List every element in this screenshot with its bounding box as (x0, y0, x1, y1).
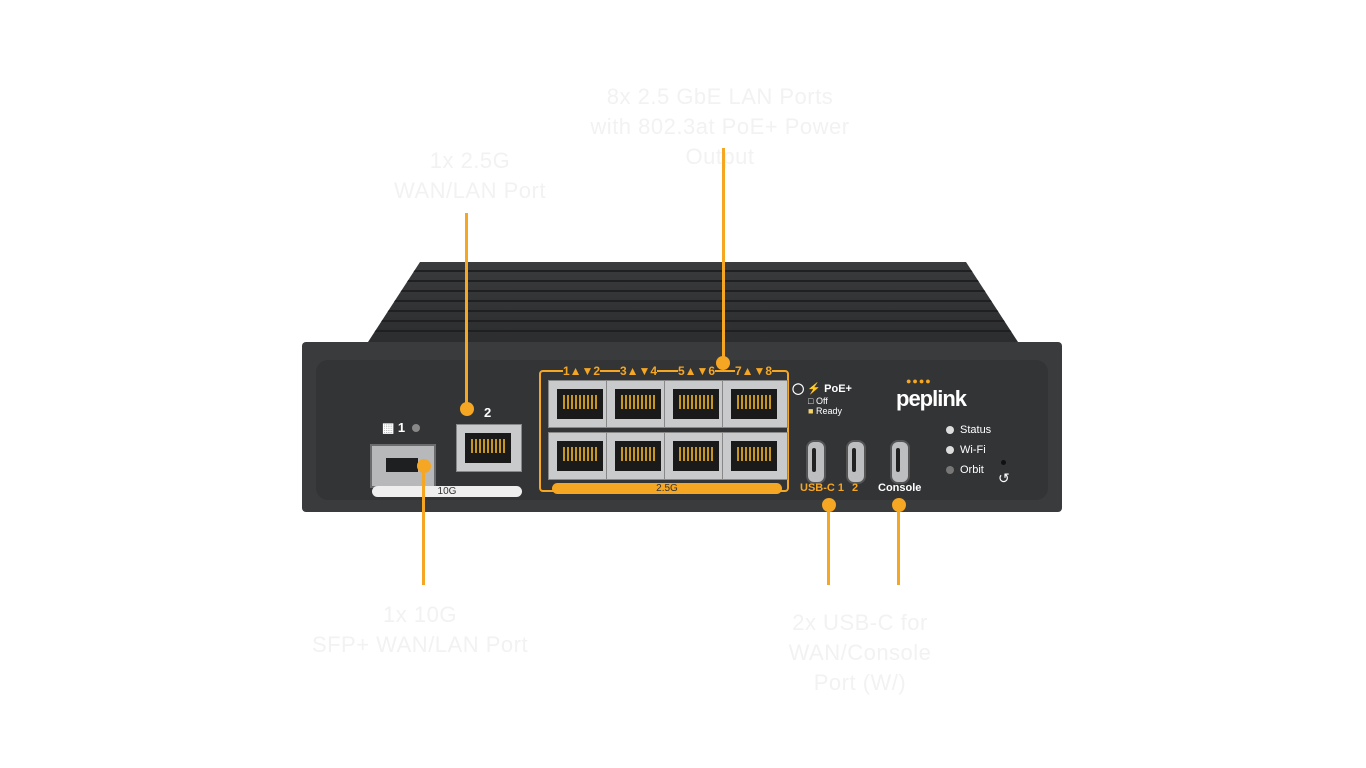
callout-line-2: Port (W/) (813, 670, 907, 695)
logo-dots-icon: ●●●● (906, 376, 932, 386)
callout-line-1: 1x 10G (383, 602, 457, 627)
orbit-label: Orbit (960, 464, 984, 476)
lan-port-6[interactable] (664, 432, 730, 480)
wan-lan-port-2[interactable] (456, 424, 522, 472)
callout-dot-console (892, 498, 906, 512)
callout-lan-ports: 8x 2.5 GbE LAN Ports with 802.3at PoE+ P… (560, 82, 880, 172)
off-indicator-icon: □ (808, 396, 814, 406)
lan-group-label-1: 1▲▼2 (563, 364, 601, 378)
reset-icon: ↺ (998, 470, 1010, 486)
lan-port-4[interactable] (606, 432, 672, 480)
usb-c-port-2[interactable] (846, 440, 866, 484)
device-top-plate (368, 262, 1018, 342)
lan-port-8[interactable] (722, 432, 788, 480)
callout-dot-sfp (417, 459, 431, 473)
poe-off-label: □ Off (808, 396, 828, 406)
usb-c-port-1[interactable] (806, 440, 826, 484)
orbit-led (946, 466, 954, 474)
callout-usb-console: 2x USB-C for WAN/Console Port (W/) (730, 608, 990, 698)
wifi-led (946, 446, 954, 454)
callout-line-lan (722, 148, 725, 362)
lan-group-label-2: 3▲▼4 (620, 364, 658, 378)
wan-port-label: 2 (484, 405, 492, 420)
lan-port-7[interactable] (722, 380, 788, 428)
lan-port-2[interactable] (548, 432, 614, 480)
callout-line-usb (827, 506, 830, 585)
callout-dot-usb (822, 498, 836, 512)
poe-icon: ◯ ⚡ (792, 383, 822, 395)
console-port[interactable] (890, 440, 910, 484)
poe-legend: ◯ ⚡ PoE+ (792, 383, 852, 395)
reset-pinhole[interactable] (1001, 460, 1006, 465)
lan-group-label-3: 5▲▼6 (678, 364, 716, 378)
callout-line-wan (465, 213, 468, 403)
callout-line-console (897, 506, 900, 585)
usb-c-1-label: USB-C 1 (800, 482, 845, 494)
callout-line-1: 1x 2.5G (429, 148, 511, 173)
ready-indicator-icon: ■ (808, 406, 814, 416)
status-led (946, 426, 954, 434)
callout-line-1: 8x 2.5 GbE LAN Ports (606, 84, 834, 109)
sfp-speed-label: 10G (372, 486, 522, 497)
callout-line-sfp (422, 470, 425, 585)
wifi-label: Wi-Fi (960, 444, 986, 456)
callout-dot-lan (716, 356, 730, 370)
peplink-logo: ●●●● peplink (896, 376, 967, 411)
callout-wan-lan-port: 1x 2.5G WAN/LAN Port (360, 146, 580, 206)
callout-dot-wan (460, 402, 474, 416)
network-icon: ▦ (382, 420, 395, 435)
poe-ready-label: ■ Ready (808, 406, 842, 416)
lan-port-5[interactable] (664, 380, 730, 428)
lan-group-label-4: 7▲▼8 (735, 364, 773, 378)
sfp-led (412, 424, 420, 432)
callout-line-2: with 802.3at PoE+ Power Output (590, 114, 850, 169)
callout-sfp-port: 1x 10G SFP+ WAN/LAN Port (290, 600, 550, 660)
callout-line-1: 2x USB-C for WAN/Console (788, 610, 932, 665)
lan-port-1[interactable] (548, 380, 614, 428)
callout-line-2: SFP+ WAN/LAN Port (311, 632, 529, 657)
console-label: Console (878, 482, 922, 494)
status-label: Status (960, 424, 992, 436)
usb-c-2-label: 2 (852, 482, 859, 494)
lan-port-3[interactable] (606, 380, 672, 428)
callout-line-2: WAN/LAN Port (394, 178, 546, 203)
sfp-port-label: ▦ 1 (382, 420, 406, 435)
lan-speed-label: 2.5G (552, 483, 782, 494)
